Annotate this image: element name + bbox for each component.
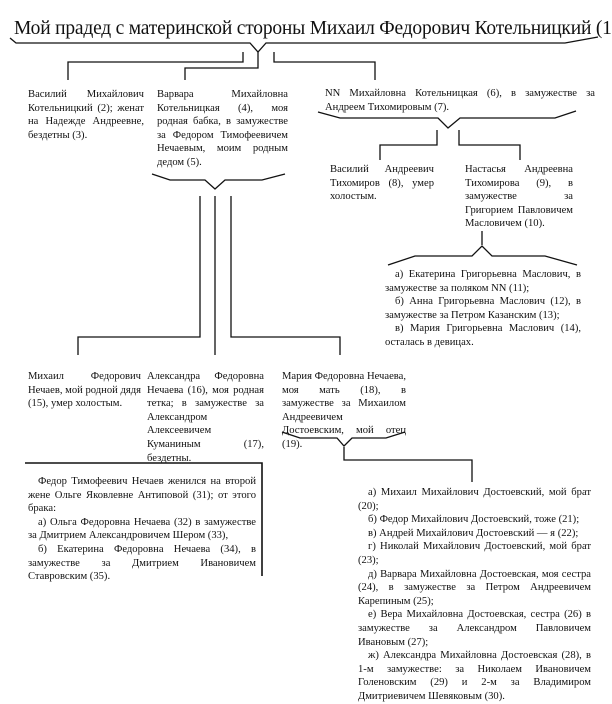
person-nn-kotelnitskaya: NN Михайловна Котельницкая (6), в замуже… <box>325 88 595 113</box>
connector-vasily-t <box>379 130 438 160</box>
list-item: а) Ольга Федоровна Нечаева (32) в замуже… <box>28 516 256 542</box>
second-marriage-box-border <box>25 462 263 576</box>
list-item: б) Федор Михайлович Достоевский, тоже (2… <box>368 514 580 526</box>
person-varvara-kotelnitskaya: Варвара Михайловна Котельницкая (4), моя… <box>157 89 288 168</box>
connector-nastasya <box>458 130 521 160</box>
list-item: Федор Тимофеевич Нечаев женился на второ… <box>28 476 256 515</box>
list-item: а) Михаил Михайлович Достоевский, мой бр… <box>358 487 591 512</box>
connector-dostoevsky <box>343 447 473 482</box>
second-marriage-note: Федор Тимофеевич Нечаев женился на второ… <box>28 475 256 584</box>
connector-varvara <box>184 52 259 80</box>
list-item: ж) Александра Михайловна Достоевская (28… <box>358 650 591 702</box>
list-item: а) Екатерина Григорьевна Маслович, в зам… <box>385 269 581 294</box>
list-item: б) Анна Григорьевна Маслович (12), в зам… <box>385 296 581 321</box>
varvara-brace <box>151 173 286 190</box>
list-item: д) Варвара Михайловна Достоевская, моя с… <box>358 568 591 607</box>
person-mikhail-nechaev: Михаил Федорович Нечаев, мой родной дядя… <box>28 371 141 410</box>
list-item: б) Екатерина Федоровна Нечаева (34), в з… <box>28 543 256 583</box>
connector-maria <box>230 196 341 355</box>
connector-mikhail-f <box>77 196 201 355</box>
list-item: в) Андрей Михайлович Достоевский — я (22… <box>368 527 579 539</box>
maslovich-children-list: а) Екатерина Григорьевна Маслович, в зам… <box>385 268 581 350</box>
list-item: е) Вера Михайловна Достоевская, сестра (… <box>358 609 591 648</box>
dostoevsky-children-list: а) Михаил Михайлович Достоевский, мой бр… <box>358 486 591 704</box>
list-item: в) Мария Григорьевна Маслович (14), оста… <box>385 323 581 348</box>
person-vasily-tikhomirov: Василий Андреевич Тихомиров (8), умер хо… <box>330 164 434 203</box>
list-item: г) Николай Михайлович Достоевский, мой б… <box>358 541 591 566</box>
page-title: Мой прадед с материнской стороны Михаил … <box>14 18 612 39</box>
person-nastasya-tikhomirova: Настасья Андреевна Тихомирова (9), в зам… <box>465 164 573 230</box>
person-maria-nechaeva: Мария Федоровна Нечаева, моя мать (18), … <box>282 371 406 450</box>
connector-nn <box>273 52 376 80</box>
maria-brace <box>281 431 406 447</box>
nastasya-brace <box>387 245 578 266</box>
nn-brace <box>317 110 577 129</box>
connector-vasily <box>67 52 244 80</box>
person-alexandra-nechaeva: Александра Федоровна Нечаева (16), моя р… <box>147 371 264 464</box>
person-vasily-kotelnitsky: Василий Михайлович Котельницкий (2); жен… <box>28 89 144 141</box>
